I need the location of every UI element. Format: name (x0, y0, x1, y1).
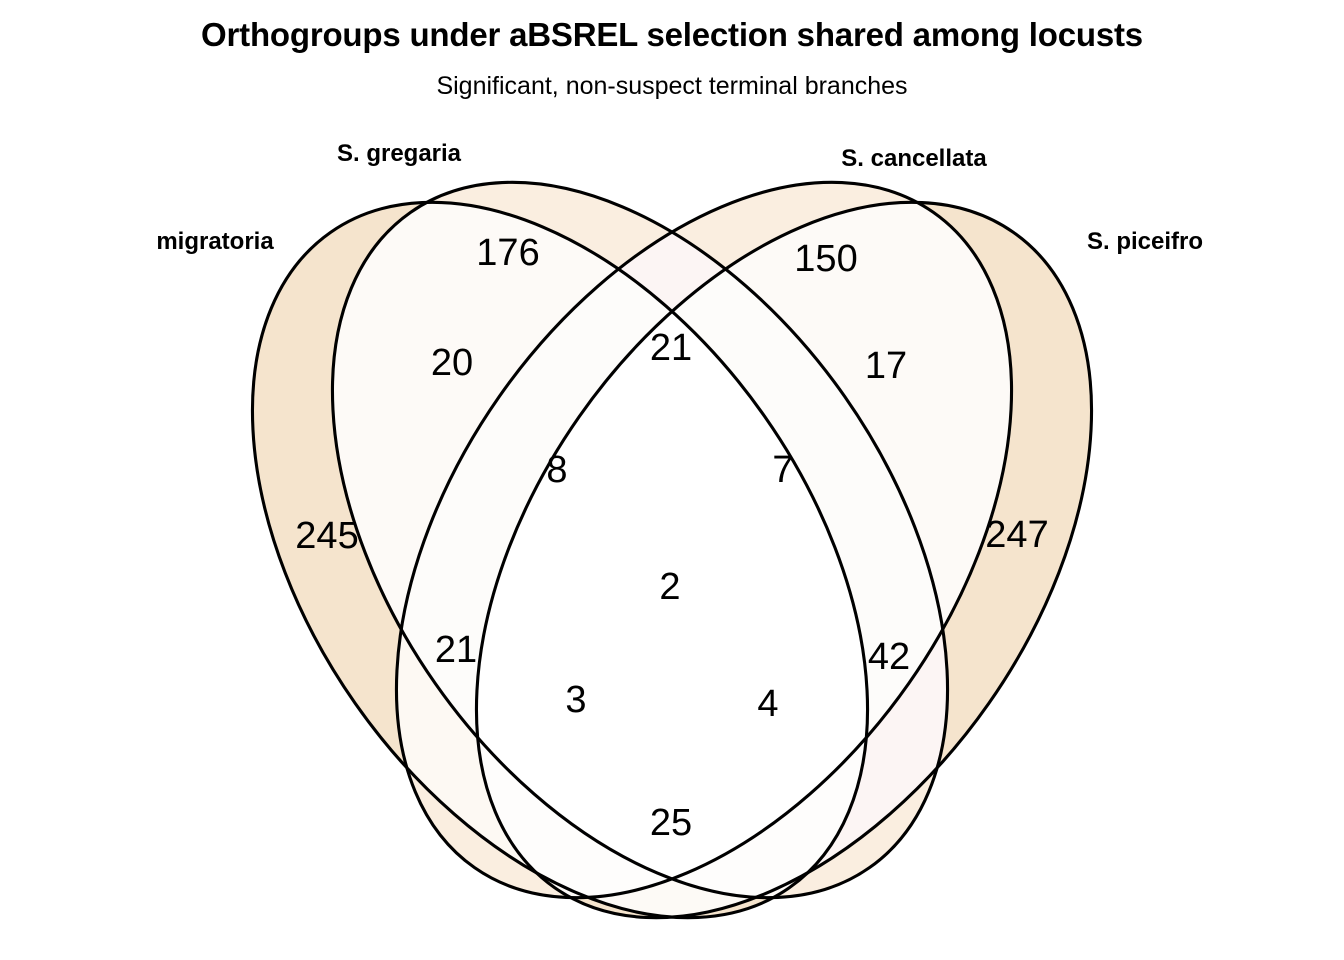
ellipse-cancellata[interactable] (270, 69, 1138, 960)
region-count-all-four: 2 (659, 566, 680, 608)
region-count-greg-canc-pice: 7 (772, 449, 793, 491)
region-count-lower-left-triple: 3 (565, 679, 586, 721)
venn-outlines (126, 69, 1218, 960)
ellipse-migratoria[interactable] (126, 89, 994, 960)
page-title: Orthogroups under aBSREL selection share… (201, 16, 1143, 53)
set-label-migratoria: migratoria (156, 228, 274, 255)
region-count-mig-canc-pice: 42 (868, 636, 910, 678)
set-label-cancellata: S. cancellata (841, 145, 987, 172)
ellipse-piceifro[interactable] (350, 89, 1218, 960)
region-count-mig-pice: 25 (650, 802, 692, 844)
region-count-canc-pice: 17 (865, 345, 907, 387)
region-count-cancellata-only: 150 (794, 238, 857, 280)
region-count-migratoria-only: 245 (295, 515, 358, 557)
region-count-piceifro-only: 247 (985, 514, 1048, 556)
region-count-mig-greg: 20 (431, 342, 473, 384)
venn-region-counts: 245 176 150 247 20 21 17 8 7 2 21 42 3 4… (295, 232, 1048, 844)
region-count-gregaria-only: 176 (476, 232, 539, 274)
page-subtitle: Significant, non-suspect terminal branch… (436, 72, 908, 100)
venn-set-labels: migratoria S. gregaria S. cancellata S. … (156, 140, 1203, 255)
ellipse-gregaria[interactable] (206, 69, 1074, 960)
region-count-lower-right-triple: 4 (757, 683, 778, 725)
set-label-gregaria: S. gregaria (337, 140, 462, 167)
set-label-piceifro: S. piceifro (1087, 228, 1203, 255)
region-count-mig-greg-canc: 8 (546, 449, 567, 491)
region-count-mig-greg-pice: 21 (435, 629, 477, 671)
region-count-greg-canc: 21 (650, 327, 692, 369)
